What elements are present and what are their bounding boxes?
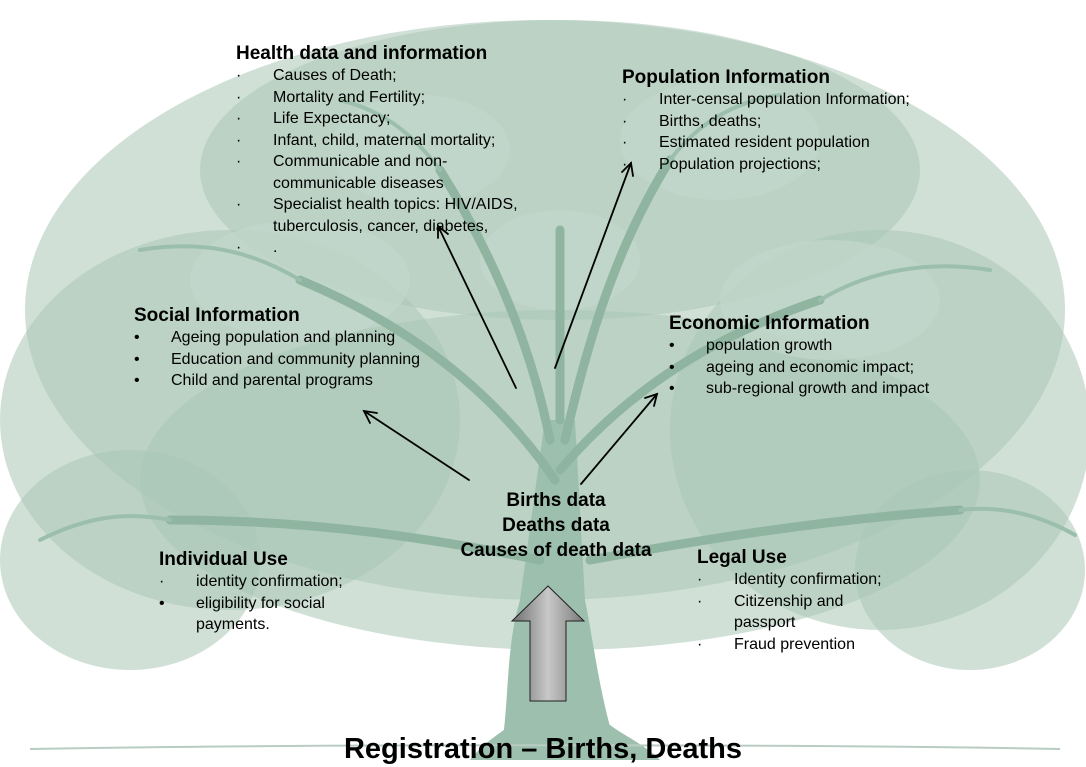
list-item: ·Fraud prevention bbox=[697, 635, 855, 653]
arrow-to-health-icon bbox=[437, 224, 517, 389]
arrow-to-economic-icon bbox=[580, 392, 659, 485]
list-item: •eligibility for social bbox=[159, 594, 325, 612]
list-item: ·Infant, child, maternal mortality; bbox=[236, 131, 496, 149]
list-item: •sub-regional growth and impact bbox=[669, 380, 930, 397]
legal-title: Legal Use bbox=[697, 547, 787, 568]
flow-arrows bbox=[362, 161, 659, 485]
list-item: tuberculosis, cancer, diabetes, bbox=[273, 217, 489, 235]
health-data-block: Health data and information ·Causes of D… bbox=[236, 43, 518, 259]
population-title: Population Information bbox=[622, 67, 830, 88]
economic-info-block: Economic Information •population growth … bbox=[669, 313, 929, 400]
list-item: ·Estimated resident population bbox=[622, 134, 870, 151]
list-item: •Child and parental programs bbox=[134, 372, 373, 389]
ground-line bbox=[29, 744, 1061, 750]
arrow-to-social-icon bbox=[362, 409, 470, 481]
economic-title: Economic Information bbox=[669, 313, 870, 334]
registration-title: Registration – Births, Deaths bbox=[343, 733, 743, 765]
economic-list: •population growth •ageing and economic … bbox=[669, 335, 929, 400]
list-item: •ageing and economic impact; bbox=[669, 358, 915, 376]
list-item: ·Life Expectancy; bbox=[236, 110, 391, 127]
tree-branches bbox=[165, 155, 965, 565]
list-item: ·Specialist health topics: HIV/AIDS, bbox=[236, 196, 518, 213]
center-line-deaths: Deaths data bbox=[502, 515, 610, 536]
population-info-block: Population Information ·Inter-censal pop… bbox=[622, 67, 910, 175]
list-item: ·Identity confirmation; bbox=[697, 571, 882, 588]
health-title: Health data and information bbox=[236, 43, 488, 64]
list-item: communicable diseases bbox=[273, 174, 444, 192]
health-list: ·Causes of Death; ·Mortality and Fertili… bbox=[236, 65, 518, 259]
population-list: ·Inter-censal population Information; ·B… bbox=[622, 89, 910, 175]
list-item: •Ageing population and planning bbox=[134, 329, 396, 346]
arrow-to-population-icon bbox=[554, 161, 634, 369]
center-line-causes: Causes of death data bbox=[460, 540, 652, 561]
list-item: payments. bbox=[196, 616, 270, 633]
individual-use-block: Individual Use ·identity confirmation; •… bbox=[159, 549, 343, 636]
list-item: passport bbox=[734, 614, 796, 631]
list-item: ·identity confirmation; bbox=[159, 573, 343, 590]
social-list: •Ageing population and planning •Educati… bbox=[134, 327, 420, 392]
center-line-births: Births data bbox=[506, 490, 606, 511]
list-item: ·Citizenship and bbox=[697, 592, 844, 610]
list-item: ·Population projections; bbox=[622, 155, 821, 173]
list-item: ·Communicable and non- bbox=[236, 153, 448, 170]
legal-list: ·Identity confirmation; ·Citizenship and… bbox=[697, 569, 882, 655]
up-arrow-icon bbox=[510, 585, 586, 702]
list-item: ·Causes of Death; bbox=[236, 67, 397, 84]
list-item: •Education and community planning bbox=[134, 350, 421, 368]
individual-list: ·identity confirmation; •eligibility for… bbox=[159, 571, 343, 636]
social-info-block: Social Information •Ageing population an… bbox=[134, 305, 420, 392]
legal-use-block: Legal Use ·Identity confirmation; ·Citiz… bbox=[697, 547, 882, 655]
list-item: ·Births, deaths; bbox=[622, 112, 762, 130]
center-data-sources: Births data Deaths data Causes of death … bbox=[436, 488, 676, 563]
list-item: ·Inter-censal population Information; bbox=[622, 91, 910, 108]
list-item: •population growth bbox=[669, 337, 833, 354]
social-title: Social Information bbox=[134, 305, 300, 326]
individual-title: Individual Use bbox=[159, 549, 288, 570]
tree-twigs bbox=[38, 93, 1077, 542]
list-item: ·Mortality and Fertility; bbox=[236, 88, 426, 106]
list-item: ·. bbox=[236, 239, 278, 256]
